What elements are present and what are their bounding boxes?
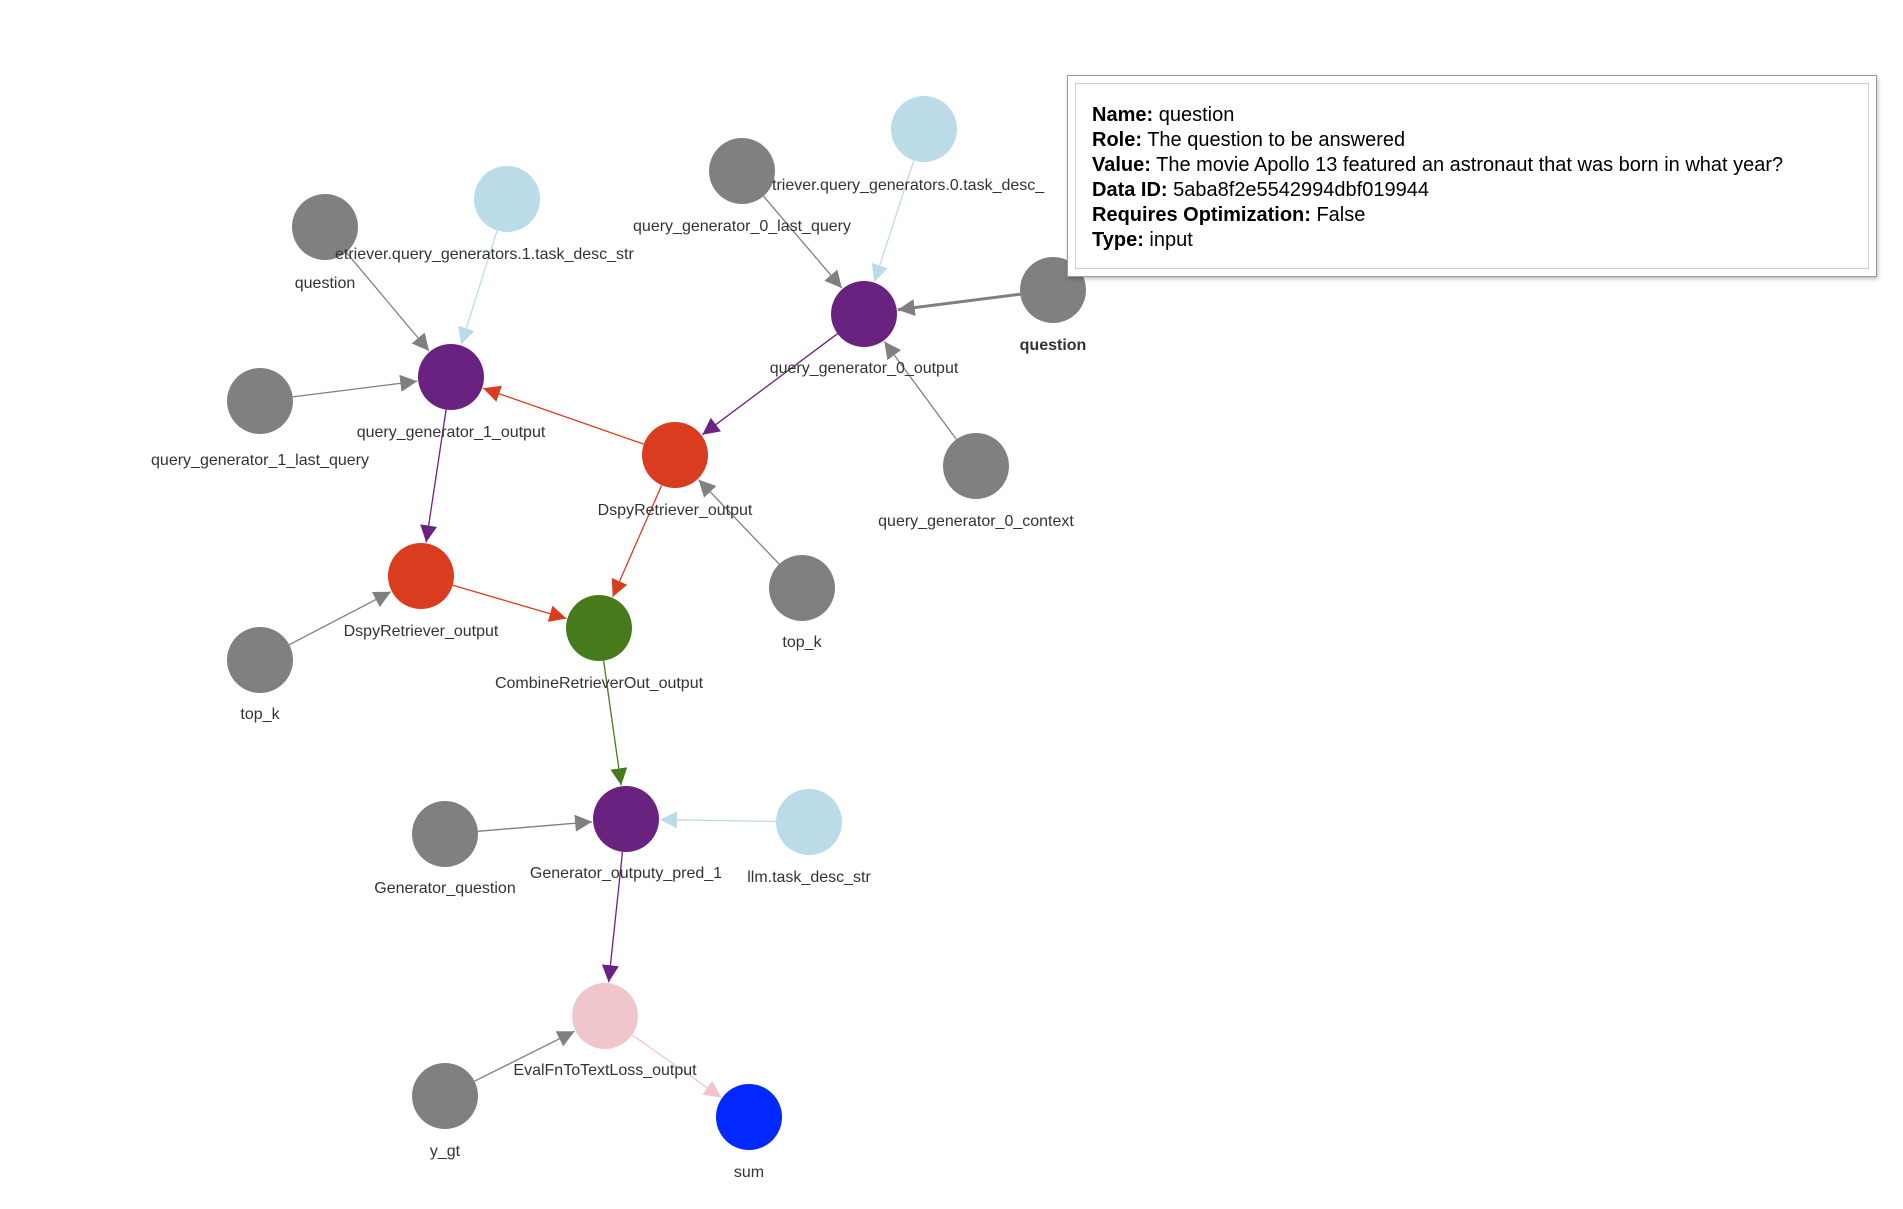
edge-ctx0-to-qg0[interactable] [883, 341, 957, 440]
node-label-t1: etriever.query_generators.1.task_desc_st… [335, 246, 635, 263]
node-sum[interactable] [716, 1084, 782, 1150]
edge-dr1-to-comb[interactable] [452, 584, 567, 622]
node-ctx0[interactable] [943, 433, 1009, 499]
tooltip-row-requires-optimization: Requires Optimization: False [1092, 203, 1852, 228]
node-label-dr0: DspyRetriever_output [598, 502, 753, 519]
tooltip-row-name: Name: question [1092, 103, 1852, 128]
node-tk0[interactable] [769, 555, 835, 621]
edge-tk1-to-dr1[interactable] [288, 591, 392, 646]
edge-llm-to-gen[interactable] [659, 811, 777, 829]
edge-ygt-to-eval[interactable] [474, 1030, 575, 1082]
node-dr1[interactable] [388, 543, 454, 609]
edge-t1-to-qg1[interactable] [458, 230, 498, 345]
tooltip-row-role: Role: The question to be answered [1092, 128, 1852, 153]
edge-gq-to-gen[interactable] [477, 814, 593, 832]
edge-qg1-to-dr1[interactable] [420, 409, 447, 543]
node-tooltip-content: Name: question Role: The question to be … [1075, 83, 1869, 269]
node-qg1[interactable] [418, 344, 484, 410]
tooltip-row-value: Value: The movie Apollo 13 featured an a… [1092, 153, 1852, 178]
tooltip-value-key: Value: [1092, 154, 1151, 176]
node-t0[interactable] [891, 96, 957, 162]
node-tk1[interactable] [227, 627, 293, 693]
tooltip-role-value: The question to be answered [1147, 129, 1406, 151]
edge-comb-to-gen[interactable] [602, 660, 628, 786]
edge-tk0-to-dr0[interactable] [698, 479, 780, 565]
node-label-ygt: y_gt [430, 1143, 461, 1160]
node-label-llm: llm.task_desc_str [747, 869, 871, 886]
node-dr0[interactable] [642, 422, 708, 488]
edge-gen-to-eval[interactable] [601, 851, 624, 983]
edge-lq0-to-qg0[interactable] [762, 195, 843, 289]
node-tooltip: Name: question Role: The question to be … [1067, 75, 1877, 277]
node-label-ctx0: query_generator_0_context [878, 513, 1074, 530]
tooltip-requires-optimization-value: False [1316, 204, 1366, 226]
edge-eval-to-sum[interactable] [631, 1034, 722, 1099]
tooltip-name-value: question [1158, 104, 1235, 126]
edge-qg0-to-dr0[interactable] [701, 333, 838, 436]
node-label-gen: Generator_outputy_pred_1 [530, 865, 722, 882]
node-label-sum: sum [734, 1164, 764, 1181]
edges-layer [288, 160, 1021, 1099]
labels-layer: question etriever.query_generators.1.task… [151, 177, 1086, 1181]
node-llm[interactable] [776, 789, 842, 855]
tooltip-row-type: Type: input [1092, 228, 1852, 253]
edge-q0-to-qg0[interactable] [897, 292, 1021, 317]
node-label-lq0: query_generator_0_last_query [633, 218, 851, 235]
tooltip-role-key: Role: [1092, 129, 1142, 151]
tooltip-requires-optimization-key: Requires Optimization: [1092, 204, 1311, 226]
node-comb[interactable] [566, 595, 632, 661]
tooltip-value-value: The movie Apollo 13 featured an astronau… [1156, 154, 1784, 176]
edge-dr0-to-qg1[interactable] [482, 385, 645, 445]
edge-lq1-to-qg1[interactable] [292, 374, 418, 398]
node-label-q0: question [1020, 337, 1087, 354]
node-t1[interactable] [474, 166, 540, 232]
node-label-gq: Generator_question [374, 880, 515, 897]
node-label-comb: CombineRetrieverOut_output [495, 675, 704, 692]
node-label-dr1: DspyRetriever_output [344, 623, 499, 640]
node-eval[interactable] [572, 983, 638, 1049]
tooltip-type-key: Type: [1092, 229, 1144, 251]
node-q1[interactable] [292, 194, 358, 260]
tooltip-type-value: input [1149, 229, 1193, 251]
node-lq0[interactable] [709, 138, 775, 204]
node-label-tk0: top_k [782, 634, 822, 651]
node-label-lq1: query_generator_1_last_query [151, 452, 369, 469]
tooltip-row-data-id: Data ID: 5aba8f2e5542994dbf019944 [1092, 178, 1852, 203]
tooltip-data-id-value: 5aba8f2e5542994dbf019944 [1173, 179, 1429, 201]
node-label-eval: EvalFnToTextLoss_output [513, 1062, 697, 1079]
node-label-qg1: query_generator_1_output [357, 424, 546, 441]
node-lq1[interactable] [227, 368, 293, 434]
node-ygt[interactable] [412, 1063, 478, 1129]
node-label-q1: question [295, 275, 356, 292]
edge-q1-to-qg1[interactable] [345, 251, 430, 352]
tooltip-data-id-key: Data ID: [1092, 179, 1168, 201]
edge-dr0-to-comb[interactable] [611, 484, 663, 598]
node-label-t0: triever.query_generators.0.task_desc_ [772, 177, 1045, 194]
tooltip-name-key: Name: [1092, 104, 1154, 126]
node-qg0[interactable] [831, 281, 897, 347]
node-label-tk1: top_k [240, 706, 280, 723]
node-gq[interactable] [412, 801, 478, 867]
edge-t0-to-qg0[interactable] [871, 160, 915, 282]
nodes-layer [227, 96, 1086, 1150]
node-gen[interactable] [593, 786, 659, 852]
node-label-qg0: query_generator_0_output [770, 360, 959, 377]
